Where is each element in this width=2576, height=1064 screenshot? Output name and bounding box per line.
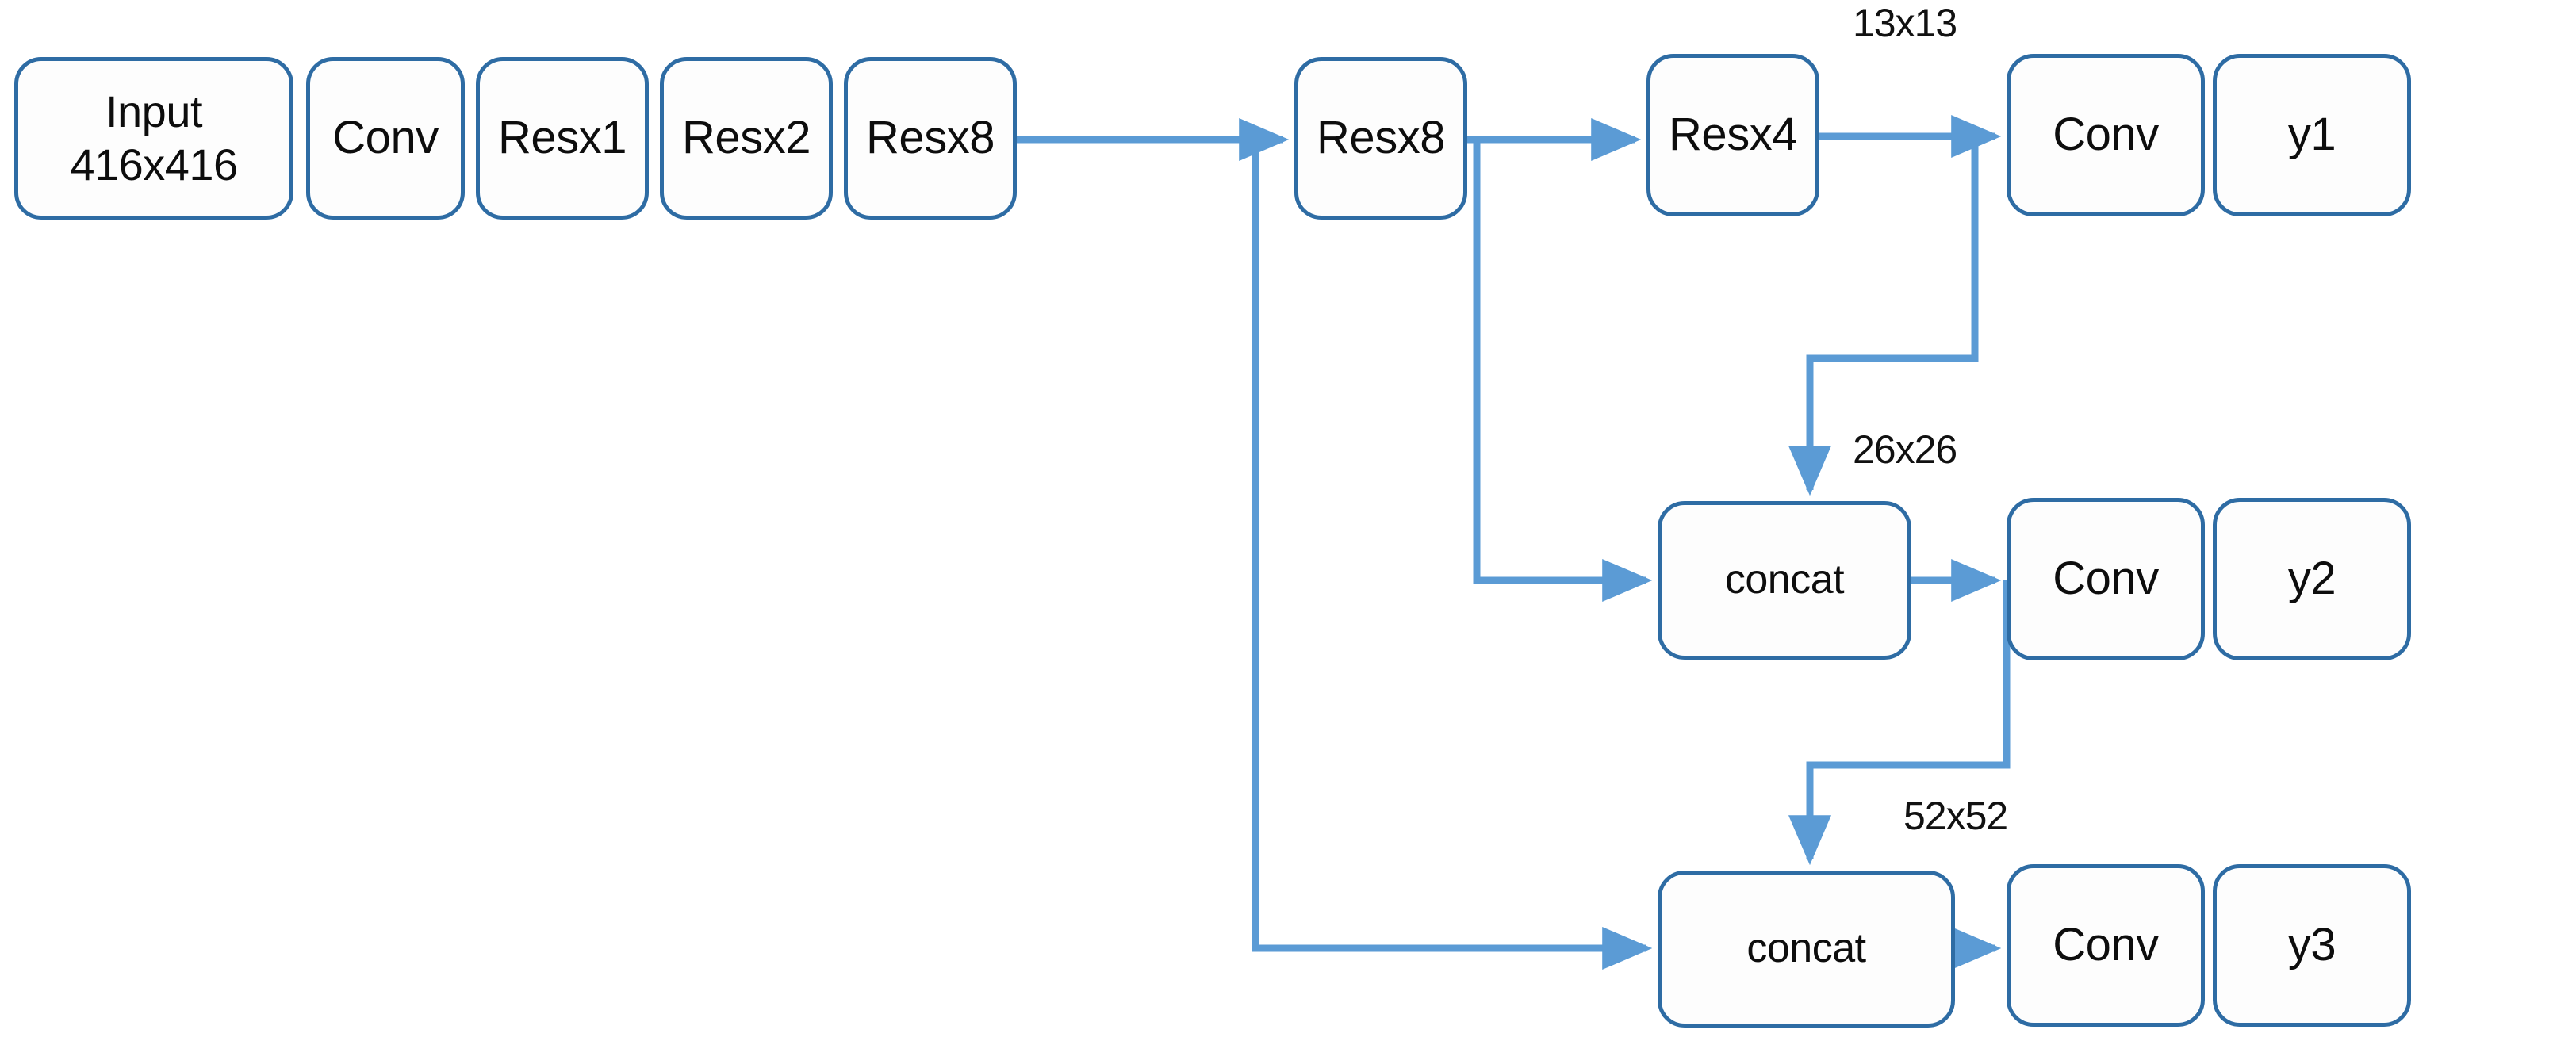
node-resx8-first[interactable]: Resx8 <box>844 57 1017 220</box>
node-concat-52[interactable]: concat <box>1658 871 1955 1028</box>
node-resx8-second-label: Resx8 <box>1317 112 1445 164</box>
node-conv-y1[interactable]: Conv <box>2007 54 2205 216</box>
node-conv-y1-label: Conv <box>2053 109 2159 161</box>
scale-label-13x13: 13x13 <box>1853 1 1957 45</box>
node-conv-stem-label: Conv <box>332 112 439 164</box>
node-resx8-first-label: Resx8 <box>866 112 995 164</box>
node-resx8-second[interactable]: Resx8 <box>1294 57 1467 220</box>
node-output-y3[interactable]: y3 <box>2213 864 2411 1027</box>
node-output-y2-label: y2 <box>2287 553 2336 605</box>
node-conv-y3[interactable]: Conv <box>2007 864 2205 1027</box>
node-concat-26-label: concat <box>1724 557 1845 603</box>
node-conv-y2-label: Conv <box>2053 553 2159 605</box>
edge-resx8b-to-concat2 <box>1473 140 1653 602</box>
node-output-y1[interactable]: y1 <box>2213 54 2411 216</box>
node-resx2-label: Resx2 <box>682 112 811 164</box>
edge-resx8a-to-concat3 <box>1252 140 1653 970</box>
node-resx1-label: Resx1 <box>498 112 627 164</box>
node-concat-52-label: concat <box>1746 925 1866 972</box>
node-resx1[interactable]: Resx1 <box>476 57 649 220</box>
node-output-y3-label: y3 <box>2287 919 2336 971</box>
node-conv-stem[interactable]: Conv <box>306 57 465 220</box>
node-resx2[interactable]: Resx2 <box>660 57 833 220</box>
node-concat-26[interactable]: concat <box>1658 501 1911 660</box>
node-input-label: Input 416x416 <box>70 86 238 189</box>
node-output-y2[interactable]: y2 <box>2213 498 2411 660</box>
node-resx4[interactable]: Resx4 <box>1646 54 1819 216</box>
scale-label-26x26: 26x26 <box>1853 427 1957 472</box>
node-resx4-label: Resx4 <box>1669 109 1797 161</box>
node-conv-y2[interactable]: Conv <box>2007 498 2205 660</box>
node-conv-y3-label: Conv <box>2053 919 2159 971</box>
node-output-y1-label: y1 <box>2287 109 2336 161</box>
scale-label-52x52: 52x52 <box>1903 794 2008 838</box>
node-input[interactable]: Input 416x416 <box>14 57 293 220</box>
